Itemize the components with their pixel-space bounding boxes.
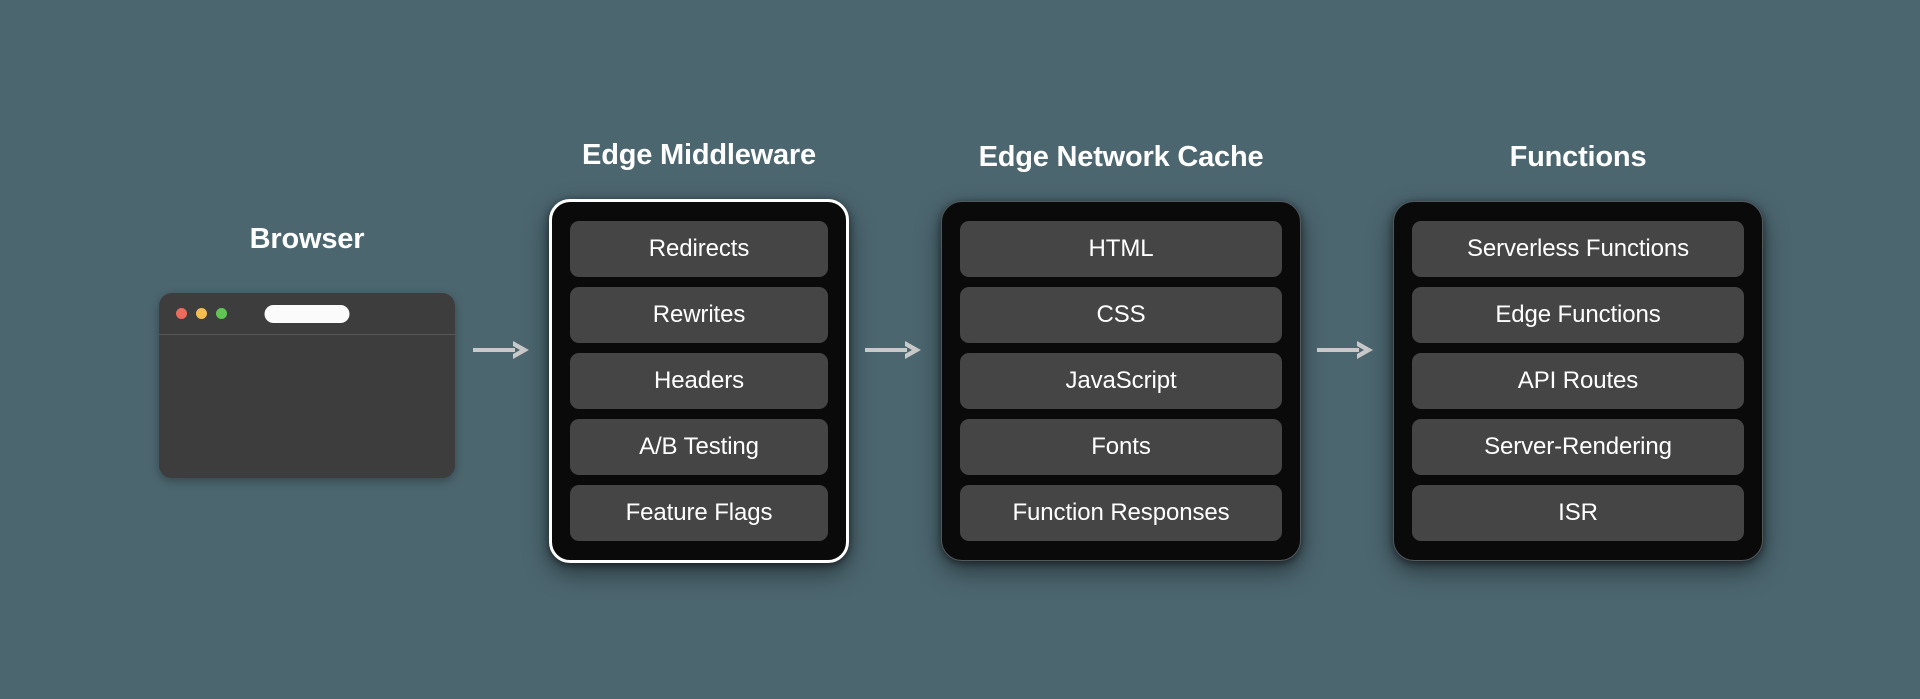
chip-css[interactable]: CSS	[960, 286, 1282, 343]
chip-api-routes[interactable]: API Routes	[1412, 352, 1744, 409]
stage-title-edge-network-cache: Edge Network Cache	[978, 140, 1264, 173]
browser-chrome	[159, 293, 455, 335]
chip-serverless-functions[interactable]: Serverless Functions	[1412, 220, 1744, 277]
stage-edge-middleware: Edge Middleware Redirects Rewrites Heade…	[549, 137, 849, 563]
chip-server-rendering[interactable]: Server-Rendering	[1412, 418, 1744, 475]
chip-headers[interactable]: Headers	[570, 352, 828, 409]
chip-ab-testing[interactable]: A/B Testing	[570, 418, 828, 475]
minimize-icon[interactable]	[196, 308, 207, 319]
chip-fonts[interactable]: Fonts	[960, 418, 1282, 475]
card-edge-middleware: Redirects Rewrites Headers A/B Testing F…	[549, 198, 849, 563]
chip-javascript[interactable]: JavaScript	[960, 352, 1282, 409]
stage-title-functions: Functions	[1509, 140, 1647, 173]
arrow-cache-to-functions	[1301, 337, 1393, 363]
arrow-middleware-to-cache	[849, 337, 941, 363]
chip-edge-functions[interactable]: Edge Functions	[1412, 286, 1744, 343]
chip-isr[interactable]: ISR	[1412, 484, 1744, 541]
stage-title-edge-middleware: Edge Middleware	[582, 138, 816, 171]
chip-feature-flags[interactable]: Feature Flags	[570, 484, 828, 541]
chip-function-responses[interactable]: Function Responses	[960, 484, 1282, 541]
chip-rewrites[interactable]: Rewrites	[570, 286, 828, 343]
url-input[interactable]	[264, 304, 350, 323]
traffic-lights	[176, 308, 227, 319]
browser-title: Browser	[249, 223, 365, 255]
arrow-right-icon	[473, 340, 529, 359]
browser-viewport	[159, 335, 455, 477]
arrow-browser-to-middleware	[457, 337, 549, 363]
arrow-right-icon	[865, 340, 921, 359]
chip-redirects[interactable]: Redirects	[570, 220, 828, 277]
stage-functions: Functions Serverless Functions Edge Func…	[1393, 139, 1763, 561]
stage-edge-network-cache: Edge Network Cache HTML CSS JavaScript F…	[941, 139, 1301, 561]
card-functions: Serverless Functions Edge Functions API …	[1393, 200, 1763, 561]
maximize-icon[interactable]	[216, 308, 227, 319]
browser-stage: Browser	[157, 221, 457, 478]
arrow-right-icon	[1317, 340, 1373, 359]
close-icon[interactable]	[176, 308, 187, 319]
browser-window	[159, 293, 455, 478]
card-edge-network-cache: HTML CSS JavaScript Fonts Function Respo…	[941, 200, 1301, 561]
chip-html[interactable]: HTML	[960, 220, 1282, 277]
